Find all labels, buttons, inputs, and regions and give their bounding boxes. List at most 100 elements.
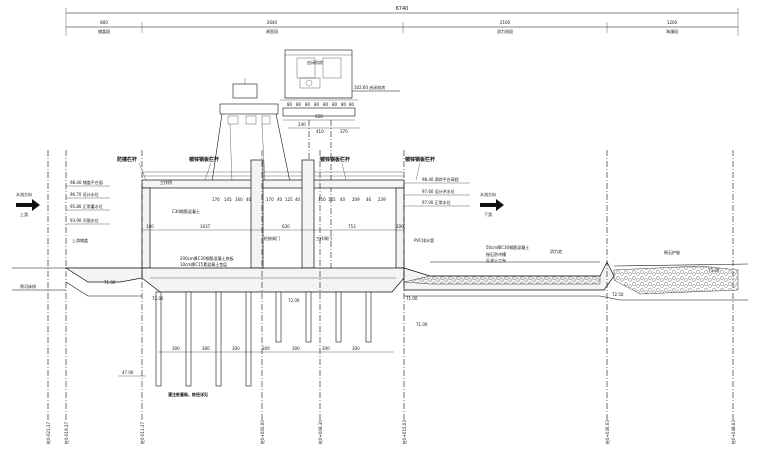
deck-dim: 40 [246, 197, 252, 202]
station-label: 桩0+048.03 [730, 420, 736, 444]
station-label: 桩0+008.30 [317, 420, 323, 444]
hoist-house: 102.60 启闭机房 启闭机房 80 80 80 80 80 80 80 80… [280, 49, 400, 121]
deck-dim: 239 [378, 197, 386, 202]
house-dim: 80 [314, 102, 320, 107]
beam-dims: 240 410 370 [288, 120, 360, 270]
pile-dim: 300 [232, 346, 240, 351]
note: 抛石防冲槽 [486, 251, 506, 257]
bed-left: 原河床线 [20, 283, 36, 289]
total-dim: 6740 [396, 6, 409, 12]
deck-dim: 176 [212, 197, 220, 202]
left-elevations: 98.40 铺盖平台面 96.70 设计水位 95.80 正常蓄水位 93.90… [16, 179, 110, 225]
span-dim: 2640 [267, 20, 278, 25]
house-dim: 80 [341, 102, 347, 107]
note: 消力池 [550, 248, 562, 254]
house-dim: 80 [305, 102, 311, 107]
bottom-elev: 72.50 [612, 292, 624, 297]
note: 反滤土工布 [486, 257, 506, 263]
bottom-elev: 71.00 [416, 322, 428, 327]
house-width: 650 [315, 114, 323, 119]
pile-dim: 300 [172, 346, 180, 351]
deck-dim: 125 [285, 197, 293, 202]
beam-dim: 370 [340, 129, 348, 134]
gantry-crane [211, 78, 291, 183]
deck-dim: 145 [224, 197, 232, 202]
station-label: 桩0-019.37 [63, 422, 69, 444]
bay-dim: 753 [348, 224, 356, 229]
elev-left: 95.80 正常蓄水位 [70, 203, 103, 209]
bottom-elev: 72.00 [152, 296, 164, 301]
hoist-label: 启闭机房 [307, 59, 323, 65]
ground-profile: 上游铺盖 50cm厚C30钢筋混凝土 抛石防冲槽 消力池 砌石护坡 200cm厚… [12, 237, 749, 301]
deck-dim: 40 [277, 197, 283, 202]
pile-dim: 300 [262, 346, 270, 351]
deck-dim: 46 [366, 197, 372, 202]
pile-note: 灌注桩基础，桩径详见 [168, 391, 208, 397]
pile-dim: 300 [352, 346, 360, 351]
flow-right-sub: 下游 [484, 211, 492, 217]
station-label: 桩0+015.03 [401, 420, 407, 444]
span-dim: 800 [100, 20, 108, 25]
house-dim: 80 [287, 102, 293, 107]
station-label: 桩0-021.37 [45, 422, 51, 444]
flow-left-sub: 上游 [20, 211, 28, 217]
note: 50cm厚C30钢筋混凝土 [486, 244, 529, 250]
sluice-body: 176 145 160 40 170 40 125 40 150 165 40 … [141, 159, 405, 269]
deck-dim: 160 [235, 197, 243, 202]
note: 砌石护坡 [664, 249, 680, 255]
bottom-elev: 72.00 [288, 298, 300, 303]
span-dimensions: 800 铺盖段 2640 闸室段 2100 消力池段 1200 海漫段 [66, 20, 738, 34]
house-dim: 80 [296, 102, 302, 107]
span-label: 铺盖段 [98, 28, 110, 34]
bottom-elev: 73.00 [708, 268, 720, 273]
note: 上游铺盖 [72, 237, 88, 243]
note: 工作闸门 [316, 235, 332, 241]
bay-dim: 1037 [200, 224, 211, 229]
flow-right: 水流方向 [480, 191, 496, 197]
span-dim: 1200 [667, 20, 678, 25]
railing-label: 防撞栏杆 [117, 156, 137, 163]
span-dim: 2100 [500, 20, 511, 25]
span-label: 消力池段 [497, 28, 513, 34]
railing-label: 镀锌钢板栏杆 [189, 156, 219, 163]
house-dim: 80 [332, 102, 338, 107]
wall-dim: 100 [396, 224, 404, 229]
deck-dim: 40 [340, 197, 346, 202]
pile-dim: 300 [322, 346, 330, 351]
right-elevations: 98.40 两岸平台高程 97.60 设计洪水位 97.00 正常水位 水流方向… [404, 176, 504, 217]
note: 10cm厚C15素混凝土垫层 [180, 261, 227, 267]
railing-label: 镀锌钢板栏杆 [320, 156, 350, 163]
deck-dim: 170 [266, 197, 274, 202]
railing-label: 镀锌钢板栏杆 [405, 156, 435, 163]
deck-dim: 165 [328, 197, 336, 202]
note: PVC排水管 [414, 237, 434, 243]
elev-left: 96.70 设计水位 [70, 191, 99, 197]
bottom-elev: 71.00 [104, 280, 116, 285]
bottom-elevations: 71.00 72.00 72.00 71.00 72.50 73.00 71.0… [104, 268, 720, 327]
station-label: 桩0+000.00 [259, 420, 265, 444]
span-label: 海漫段 [666, 28, 678, 34]
note: 200cm厚C30钢筋混凝土底板 [180, 255, 234, 261]
elev-left: 98.40 铺盖平台面 [70, 179, 103, 185]
elev-right: 98.40 两岸平台高程 [422, 176, 459, 182]
overall-dimension: 6740 [65, 6, 739, 36]
deck-dim: 150 [318, 197, 326, 202]
wall-dim: 100 [146, 224, 154, 229]
flow-left: 水流方向 [16, 191, 32, 197]
station-label: 桩0-011.37 [139, 422, 145, 444]
note: 检修闸门 [264, 235, 280, 241]
note: C30钢筋混凝土 [172, 208, 200, 214]
elev-right: 97.00 正常水位 [422, 199, 451, 205]
station-label: 桩0+036.03 [604, 420, 610, 444]
beam-dim: 410 [316, 129, 324, 134]
bay-dim: 630 [282, 224, 290, 229]
hoist-top-elev: 102.60 启闭机房 [354, 84, 385, 90]
deck-dim: 40 [295, 197, 301, 202]
pile-dim: 300 [292, 346, 300, 351]
house-dim: 80 [349, 102, 355, 107]
house-dim: 80 [323, 102, 329, 107]
pile-tip: 47.00 [122, 370, 134, 375]
elev-right: 97.60 设计洪水位 [422, 188, 455, 194]
piles: 300 300 300 300 300 300 300 灌注桩基础，桩径详见 4… [118, 291, 394, 397]
